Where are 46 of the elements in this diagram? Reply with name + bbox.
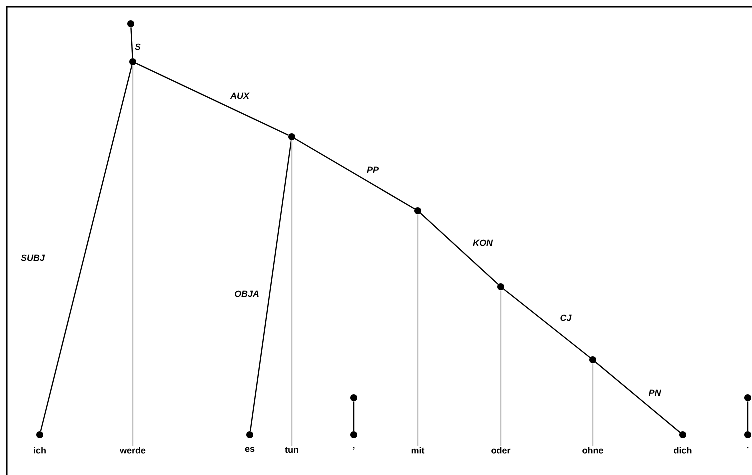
dot <box>36 432 44 438</box>
dependency-line <box>250 140 292 432</box>
dependency-line <box>40 65 133 432</box>
word: ich <box>34 447 46 454</box>
word: ohne <box>582 447 604 454</box>
dependency-line <box>136 63 289 136</box>
dependency-line <box>353 402 355 432</box>
projection-line <box>417 214 419 446</box>
edge-label: AUX <box>230 92 250 100</box>
dot <box>350 432 358 438</box>
word: , <box>353 447 355 450</box>
dot <box>498 284 504 290</box>
edge-label: KON <box>473 240 494 246</box>
edge-label: CJ <box>560 314 572 322</box>
word: . <box>747 447 749 449</box>
edge-label: S <box>135 44 141 50</box>
dependency-line <box>747 402 749 432</box>
dot <box>130 58 136 66</box>
word: werde <box>120 447 146 454</box>
word: tun <box>285 447 298 454</box>
edge-label: SUBJ <box>21 254 46 262</box>
dependency-line <box>420 213 499 285</box>
dot <box>128 20 134 28</box>
projection-line <box>132 66 134 446</box>
dot <box>744 394 752 402</box>
dependency-line <box>294 138 416 210</box>
dot <box>744 432 752 438</box>
dot <box>680 432 686 438</box>
dot <box>350 394 358 402</box>
word: dich <box>674 447 692 454</box>
dot <box>590 356 596 364</box>
word: es <box>245 447 255 452</box>
projection-line <box>291 140 293 446</box>
projection-line <box>500 290 502 446</box>
word: oder <box>492 447 511 454</box>
dependency-line <box>595 362 681 434</box>
edge-label: PN <box>648 390 662 396</box>
dot <box>288 134 296 140</box>
dot <box>246 432 254 438</box>
dot <box>414 208 422 214</box>
word: mit <box>412 447 425 454</box>
edge-label: OBJA <box>235 290 259 298</box>
edge-label: PP <box>367 166 379 174</box>
dependency-line <box>504 288 590 358</box>
projection-line <box>592 364 594 446</box>
dependency-line <box>130 28 134 58</box>
